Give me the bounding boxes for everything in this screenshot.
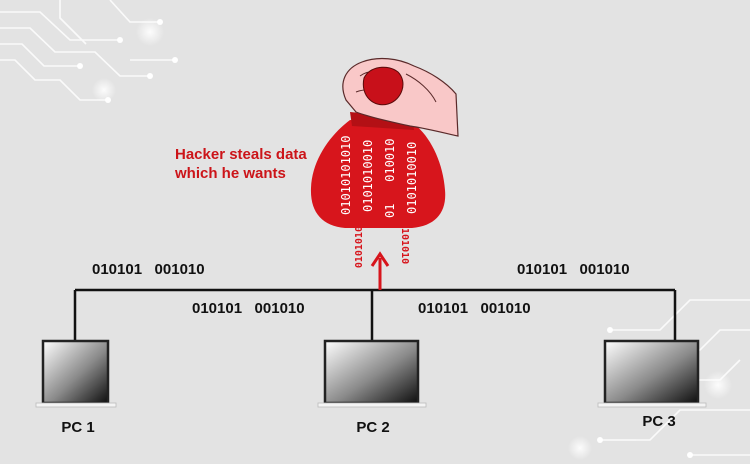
- bag-neck: [350, 112, 414, 130]
- bag-bits-col-3: 01 010010: [383, 139, 397, 218]
- laptop-base: [597, 402, 707, 408]
- laptop-screen: [323, 339, 420, 405]
- laptop-base: [317, 402, 427, 408]
- bag-bits-col-4: 0101010010: [405, 142, 419, 214]
- glow-decoration: [92, 78, 116, 102]
- pc-1: PC 1: [35, 339, 117, 436]
- glow-decoration: [568, 436, 592, 460]
- bits-top-right: 010101 001010: [517, 261, 630, 278]
- laptop-screen: [603, 339, 700, 405]
- hacker-hand-icon: [342, 57, 459, 137]
- caption-line-1: Hacker steals data: [175, 146, 307, 163]
- bits-top-left: 010101 001010: [92, 261, 205, 278]
- pc-3: PC 3: [597, 339, 707, 430]
- pc-3-label: PC 3: [642, 413, 675, 430]
- bits-mid-right: 010101 001010: [418, 300, 531, 317]
- bag-bits-col-1: 01010101010: [339, 136, 353, 215]
- network-wires: [73, 288, 677, 342]
- bag-bits-col-2: 0101010010: [361, 140, 375, 212]
- laptop-screen: [41, 339, 110, 405]
- pc-1-label: PC 1: [61, 419, 94, 436]
- bits-mid-left: 010101 001010: [192, 300, 305, 317]
- pc-2: PC 2: [317, 339, 427, 436]
- caption-line-2: which he wants: [174, 165, 286, 182]
- bag-body: [310, 120, 446, 228]
- laptop-base: [35, 402, 117, 408]
- upload-arrow: [370, 251, 390, 290]
- bag-top-knot: [362, 66, 404, 106]
- data-bag: 01010101010 0101010010 01 010010 0101010…: [310, 112, 446, 228]
- glow-decoration: [136, 18, 164, 46]
- drip-bits-right: 0101010: [399, 222, 410, 264]
- pc-2-label: PC 2: [356, 419, 389, 436]
- drip-bits-left: 0101010: [354, 226, 365, 268]
- glow-decoration: [704, 371, 732, 399]
